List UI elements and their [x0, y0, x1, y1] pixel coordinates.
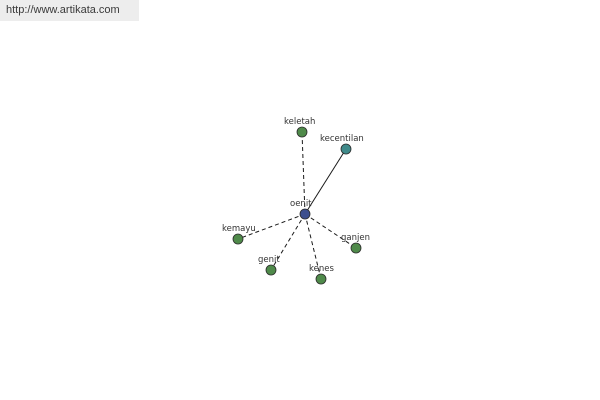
edge-genit — [270, 213, 306, 271]
edges-layer — [237, 131, 357, 280]
node-kemayu[interactable] — [232, 233, 244, 245]
node-kecentilan[interactable] — [340, 143, 352, 155]
node-kenes[interactable] — [315, 273, 327, 285]
node-label-kemayu[interactable]: kemayu — [222, 224, 256, 234]
node-label-ganjen[interactable]: ganjen — [341, 233, 370, 243]
node-label-kecentilan[interactable]: kecentilan — [320, 134, 364, 144]
edge-kecentilan — [304, 148, 347, 215]
node-label-genit[interactable]: genit — [258, 255, 280, 265]
center-node-label[interactable]: oenit — [290, 199, 312, 209]
nodes-layer: keletah kecentilan kemayu ganjen genit kenes o… — [222, 117, 370, 285]
edge-ganjen — [304, 213, 357, 249]
edge-kemayu — [237, 213, 306, 240]
node-label-keletah[interactable]: keletah — [284, 117, 315, 127]
node-ganjen[interactable] — [350, 242, 362, 254]
center-node[interactable] — [299, 208, 311, 220]
source-link[interactable]: http://www.artikata.com — [0, 0, 139, 21]
node-keletah[interactable] — [296, 126, 308, 138]
node-label-kenes[interactable]: kenes — [309, 264, 334, 274]
node-genit[interactable] — [265, 264, 277, 276]
